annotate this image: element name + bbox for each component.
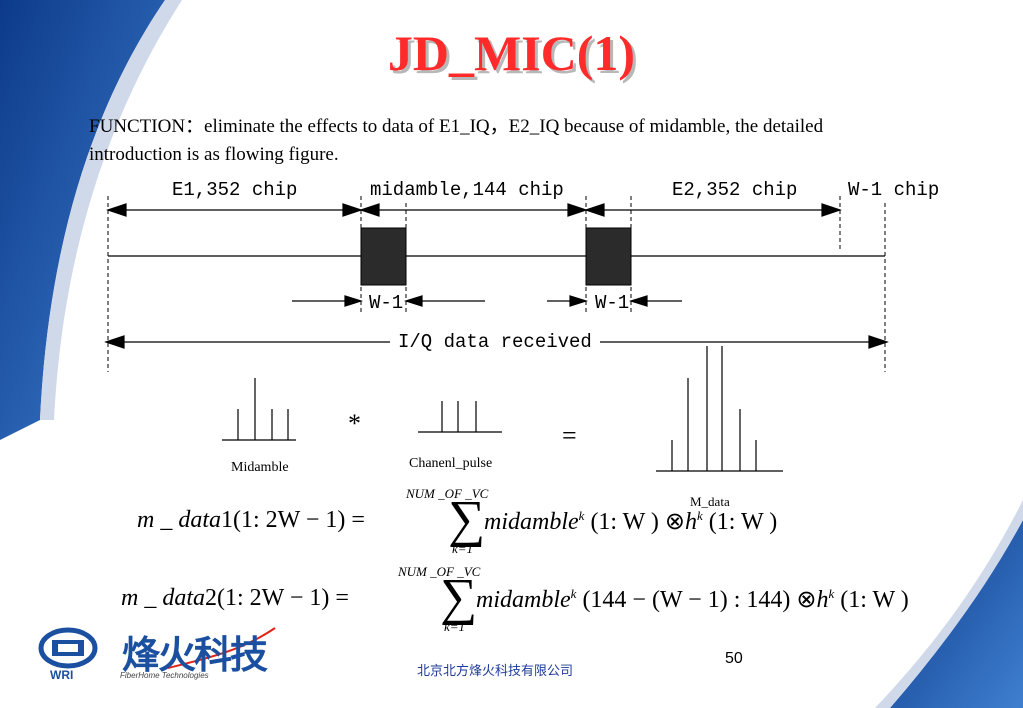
channel-pulse-plot — [418, 401, 502, 433]
midamble-label: midamble,144 chip — [370, 179, 564, 201]
eq1-rhs-range: (1: W ) ⊗ — [590, 509, 685, 535]
eq2-rhs-var: midamble — [476, 587, 571, 613]
eq2-upper-limit: NUM _OF _VC — [398, 564, 481, 579]
slide-title: JD_MIC(1) — [387, 25, 636, 81]
channel-pulse-label: Chanenl_pulse — [409, 456, 493, 471]
eq1-rhs: midamblek (1: W ) ⊗hk (1: W ) — [484, 507, 777, 536]
eq2-lhs-var: m _ data — [121, 585, 205, 611]
eq2-lhs: m _ data2(1: 2W − 1) = — [121, 585, 349, 612]
eq2-rhs-h: h — [816, 587, 829, 613]
fiberhome-swoosh — [167, 627, 276, 669]
e2-label: E2,352 chip — [672, 179, 798, 201]
fiberhome-logo-cn: 烽火科技 — [122, 633, 268, 677]
e1-label: E1,352 chip — [172, 179, 298, 201]
eq2-rhs-h-sup: k — [828, 586, 835, 601]
eq1-rhs-var: midamble — [484, 509, 579, 535]
eq1-lhs-var: m _ data — [137, 507, 221, 533]
eq2-lhs-index: 2(1: 2W − 1) = — [205, 585, 349, 611]
w1-label-1: W-1 — [369, 292, 404, 314]
eq1-rhs-tail: (1: W ) — [708, 509, 778, 535]
w1-label-2: W-1 — [595, 292, 630, 314]
function-description: FUNCTION：eliminate the effects to data o… — [89, 116, 824, 165]
footer-company: 北京北方烽火科技有限公司 — [417, 664, 574, 679]
eq1-rhs-h: h — [684, 509, 697, 535]
eq1-lhs: m _ data1(1: 2W − 1) = — [137, 507, 365, 534]
w1-arrows — [292, 295, 682, 307]
equals-symbol: = — [562, 421, 577, 450]
midamble-pulse-plot — [222, 378, 296, 441]
eq2-rhs-range: (144 − (W − 1) : 144) ⊗ — [582, 587, 817, 613]
eq2-rhs-sup: k — [570, 586, 577, 601]
wri-logo-text: WRI — [50, 668, 74, 682]
eq1-sum-symbol: ∑ — [448, 491, 486, 548]
eq1-rhs-h-sup: k — [696, 508, 703, 523]
left-swoosh-accent — [40, 0, 182, 420]
m-data-label: M_data — [690, 494, 730, 509]
eq1-lhs-index: 1(1: 2W − 1) = — [221, 507, 365, 533]
page-number: 50 — [725, 650, 743, 667]
eq2-sum-symbol: ∑ — [440, 569, 478, 626]
wri-logo — [38, 627, 98, 669]
convolution-symbol: * — [348, 409, 361, 438]
left-swoosh — [0, 0, 165, 440]
eq2-rhs-tail: (1: W ) — [840, 587, 909, 613]
dimension-arrows — [106, 203, 842, 217]
w1-chip-label: W-1 chip — [848, 179, 940, 201]
midamble-block-1 — [360, 227, 407, 286]
m-data-plot — [656, 346, 783, 472]
eq1-upper-limit: NUM _OF _VC — [406, 486, 489, 501]
midamble-plot-label: Midamble — [231, 460, 289, 475]
iq-data-label: I/Q data received — [390, 332, 600, 352]
eq2-lower-limit: k=1 — [444, 619, 466, 634]
fiberhome-logo-en: FiberHome Technologies — [120, 671, 209, 680]
right-swoosh — [890, 520, 1023, 708]
eq1-lower-limit: k=1 — [452, 541, 474, 556]
eq2-rhs: midamblek (144 − (W − 1) : 144) ⊗hk (1: … — [476, 585, 909, 614]
midamble-block-2 — [585, 227, 632, 286]
eq1-rhs-sup: k — [578, 508, 585, 523]
